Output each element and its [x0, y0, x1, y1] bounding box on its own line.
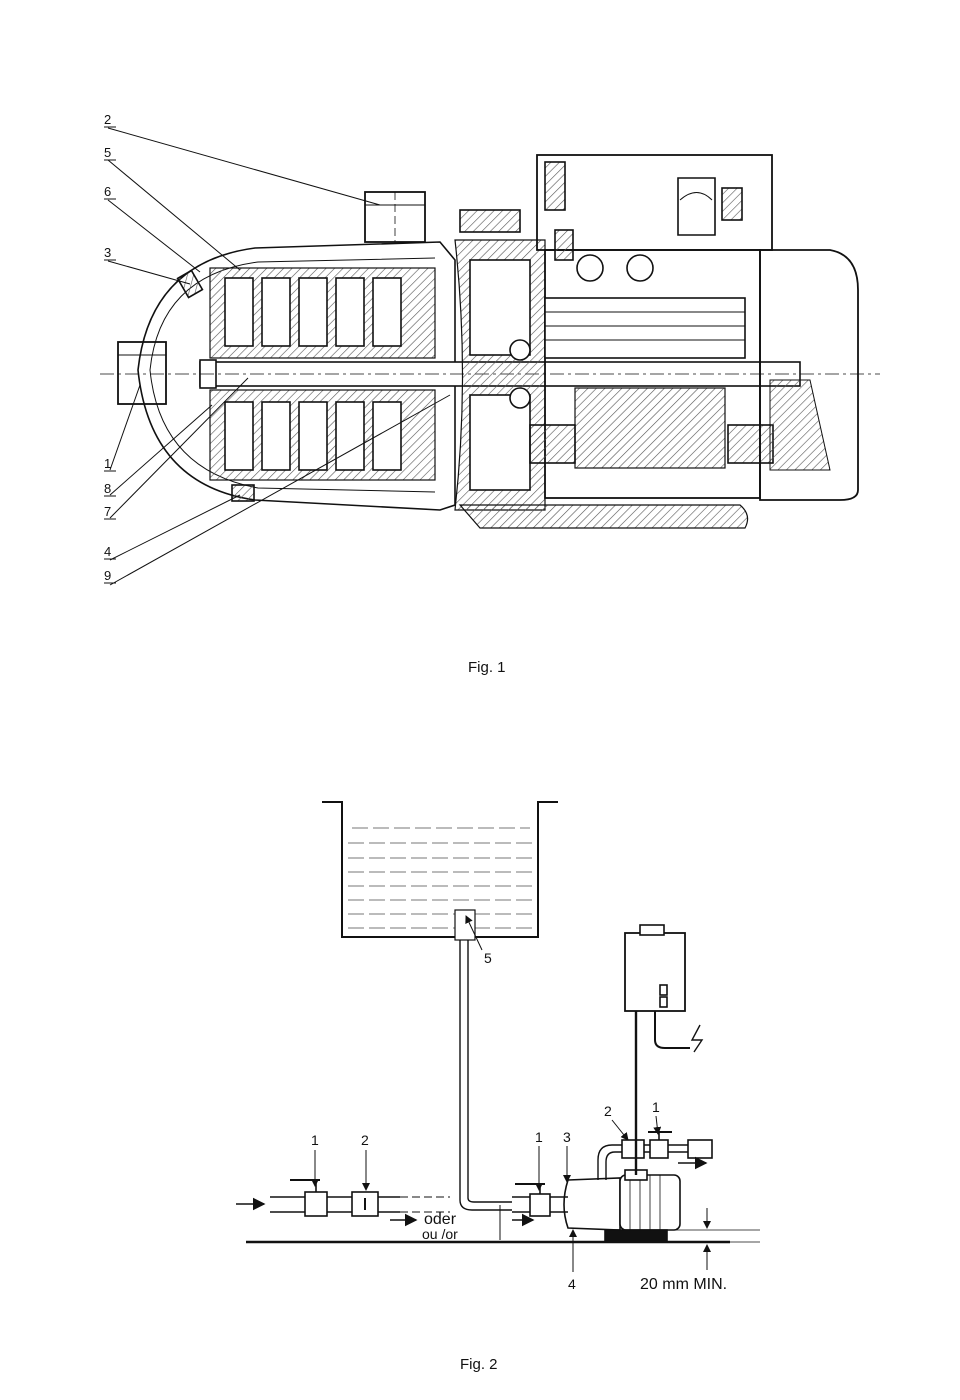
- callout-6: 6: [104, 184, 111, 199]
- stator-winding-left: [529, 424, 576, 464]
- fan-cover: [759, 249, 859, 501]
- label-discharge-valve: 1: [652, 1099, 660, 1115]
- label-pump-valve: 1: [535, 1129, 543, 1145]
- stator-winding-right: [727, 424, 774, 464]
- drain-plug: [231, 484, 255, 502]
- callout-2: 2: [104, 112, 111, 127]
- fig2-labels: 5 1 2 1 3 2 1 oder ou /or 4 20 mm MIN.: [311, 950, 727, 1293]
- fig2-caption: Fig. 2: [460, 1356, 498, 1373]
- callout-7: 7: [104, 504, 111, 519]
- suction-port: [117, 341, 167, 405]
- discharge-check-valve: [621, 1139, 645, 1159]
- motor-rotor: [574, 387, 726, 469]
- fig2-installation: [236, 801, 760, 1272]
- terminal-box: [536, 154, 773, 251]
- electric-symbol: [690, 1024, 704, 1053]
- discharge-valve: [649, 1139, 669, 1159]
- label-alt-de: oder: [424, 1211, 457, 1228]
- label-pump-base: 4: [568, 1276, 576, 1292]
- label-pump-union: 3: [563, 1129, 571, 1145]
- callout-1: 1: [104, 456, 111, 471]
- pump-inlet-valve: [529, 1193, 551, 1217]
- power-cable: [654, 1011, 690, 1049]
- fig1-pump-section: [100, 154, 880, 529]
- water-tank: [322, 801, 558, 938]
- control-unit: [624, 932, 686, 1012]
- label-suction-valve: 1: [311, 1132, 319, 1148]
- callout-5: 5: [104, 145, 111, 160]
- impeller-stages-lower: [209, 389, 436, 481]
- fig1-callouts: 2 5 6 3 1 8 7 4 9: [104, 112, 111, 583]
- water-level-lines: [348, 827, 532, 929]
- tank-outlet-fitting: [454, 909, 476, 941]
- callout-4: 4: [104, 544, 111, 559]
- pump-unit: [563, 1177, 621, 1231]
- impeller-stages-upper: [209, 267, 436, 359]
- label-tank-outlet: 5: [484, 950, 492, 966]
- pump-base-plate: [604, 1229, 668, 1243]
- tank-feed-pipe: [459, 940, 512, 1211]
- label-discharge-check-valve: 2: [604, 1103, 612, 1119]
- discharge-pipe: [597, 1144, 700, 1180]
- suction-valve-body: [304, 1191, 328, 1217]
- callout-8: 8: [104, 481, 111, 496]
- callout-3: 3: [104, 245, 111, 260]
- label-clearance: 20 mm MIN.: [640, 1276, 727, 1293]
- pump-base-foot: [458, 504, 749, 529]
- fig1-caption: Fig. 1: [468, 659, 506, 676]
- fig1-leader-lines: [107, 127, 451, 586]
- label-alt-fr: ou /or: [422, 1226, 458, 1242]
- callout-9: 9: [104, 568, 111, 583]
- label-suction-check-valve: 2: [361, 1132, 369, 1148]
